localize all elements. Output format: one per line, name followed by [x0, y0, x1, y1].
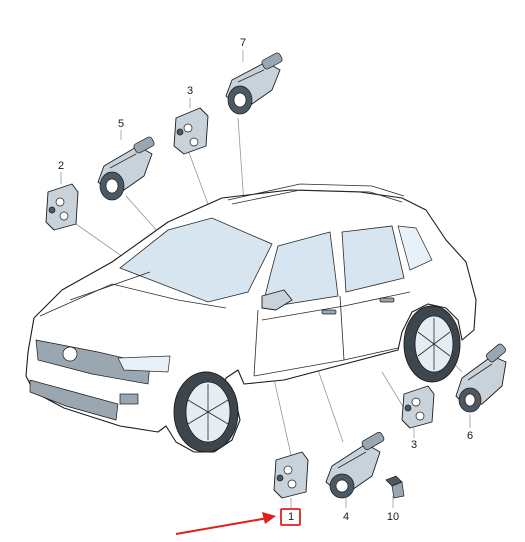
- front-door-edge: [253, 309, 259, 377]
- front-door-handle: [321, 309, 337, 315]
- part-10-bolt: [385, 475, 405, 499]
- rear-side-window: [341, 225, 405, 293]
- callout-labels: 7 3 5 2 6 3 4 10 1: [58, 37, 473, 523]
- windshield: [119, 217, 273, 303]
- part-3-upper-bracket: [173, 107, 209, 155]
- callout-10: 10: [387, 511, 399, 523]
- callout-2: 2: [58, 160, 64, 172]
- callout-6: 6: [467, 430, 473, 442]
- fog-light: [119, 393, 139, 405]
- callout-3-upper: 3: [187, 85, 193, 97]
- part-4-window-motor: [325, 431, 385, 499]
- side-mirror: [261, 289, 293, 311]
- callout-7: 7: [240, 37, 246, 49]
- part-5-window-motor: [97, 136, 155, 201]
- hood-crease: [69, 271, 151, 301]
- rear-door-handle: [379, 297, 395, 303]
- part-1-bracket[interactable]: [273, 451, 309, 499]
- belt-line: [261, 291, 411, 321]
- part-7-window-motor: [225, 52, 283, 115]
- car-illustration: [25, 183, 477, 453]
- part-2-bracket: [45, 183, 79, 231]
- part-6-window-motor: [455, 343, 507, 413]
- lower-grille: [29, 379, 119, 421]
- callout-3-lower: 3: [411, 439, 417, 451]
- roof-rail-lower: [231, 189, 403, 205]
- roof-rail: [227, 183, 405, 201]
- rear-quarter-window: [397, 225, 433, 271]
- headlight: [117, 355, 171, 373]
- hood-edge: [39, 283, 227, 317]
- front-side-window: [261, 231, 339, 309]
- front-rim-spokes: [187, 384, 229, 440]
- callout-4: 4: [343, 511, 349, 523]
- callout-5: 5: [118, 118, 124, 130]
- door-sill: [253, 347, 399, 377]
- red-pointer-arrow: [175, 512, 276, 535]
- brand-logo: [62, 346, 78, 362]
- callout-1[interactable]: 1: [288, 511, 294, 523]
- part-3-lower-bracket: [401, 385, 435, 429]
- callout-1-highlight-box: [280, 508, 301, 526]
- rear-rim-spokes: [417, 318, 451, 370]
